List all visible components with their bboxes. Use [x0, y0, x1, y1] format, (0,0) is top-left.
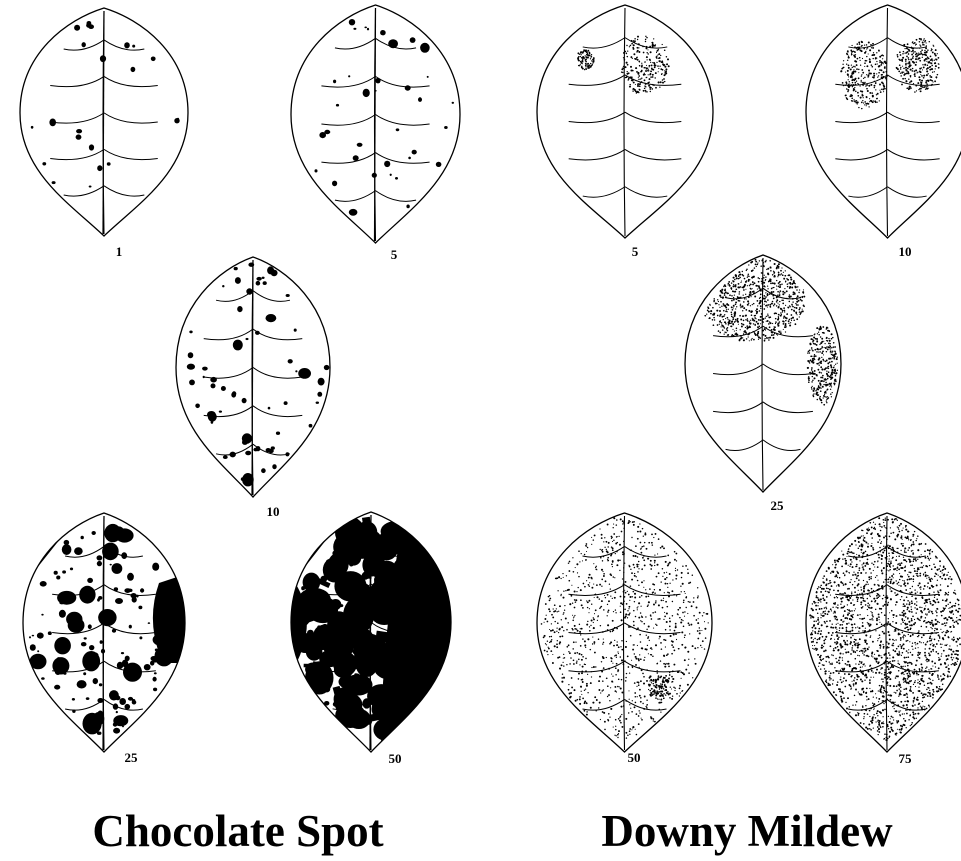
chocolate-spot-leaf-50 [287, 508, 455, 752]
chocolate-spot-leaf-25 [23, 509, 189, 752]
chocolate-spot-title: Chocolate Spot [92, 806, 383, 856]
chocolate-spot-label-10: 10 [267, 504, 280, 519]
chocolate-spot-label-50: 50 [389, 751, 402, 766]
downy-mildew-label-5: 5 [632, 244, 639, 259]
downy-mildew-leaf-5 [537, 5, 713, 238]
downy-mildew-label-50: 50 [628, 750, 641, 765]
downy-mildew-group: 5 10 25 50 75 Downy Mildew [537, 5, 961, 856]
downy-mildew-leaf-10 [806, 5, 961, 238]
downy-mildew-label-75: 75 [899, 751, 913, 766]
chocolate-spot-group: 1 5 10 25 50 Chocolate Spot [20, 5, 460, 856]
downy-mildew-leaf-25 [685, 255, 841, 492]
chocolate-spot-label-1: 1 [116, 244, 123, 259]
downy-mildew-leaf-50 [537, 513, 712, 752]
downy-mildew-title: Downy Mildew [601, 806, 893, 856]
chocolate-spot-leaf-1 [20, 8, 188, 236]
chocolate-spot-leaf-5 [291, 5, 460, 243]
chocolate-spot-label-5: 5 [391, 247, 398, 262]
chocolate-spot-leaf-10 [176, 257, 330, 497]
downy-mildew-leaf-75 [806, 513, 961, 752]
chocolate-spot-label-25: 25 [125, 750, 139, 765]
downy-mildew-label-25: 25 [771, 498, 785, 513]
downy-mildew-label-10: 10 [899, 244, 912, 259]
